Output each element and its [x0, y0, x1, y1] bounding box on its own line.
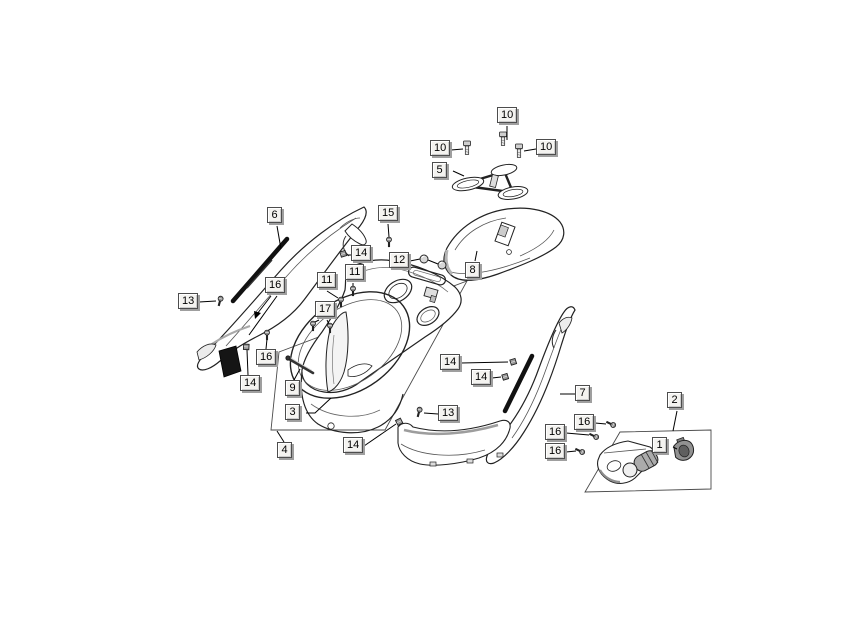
callout-number: 14: [475, 370, 488, 383]
callout-14[interactable]: 14: [351, 245, 372, 261]
bulb-socket: [673, 436, 695, 461]
callout-13[interactable]: 13: [438, 405, 459, 421]
callout-number: 16: [549, 425, 562, 438]
callout-number: 11: [349, 265, 361, 278]
callout-8[interactable]: 8: [465, 262, 480, 278]
callout-3[interactable]: 3: [285, 404, 300, 420]
lower-spoiler: [397, 419, 511, 467]
callout-number: 16: [260, 350, 273, 363]
tail-light-frame-box: [584, 429, 712, 493]
bulb: [622, 449, 659, 478]
callout-number: 13: [442, 406, 455, 419]
callout-number: 6: [271, 208, 278, 221]
callout-14[interactable]: 14: [440, 354, 461, 370]
callout-number: 11: [321, 273, 333, 286]
callout-9[interactable]: 9: [285, 380, 300, 396]
callout-number: 8: [469, 263, 476, 276]
callout-number: 10: [540, 140, 553, 153]
right-side-panel: [485, 306, 576, 465]
callout-14[interactable]: 14: [240, 375, 261, 391]
clip-14: [501, 372, 510, 381]
callout-number: 9: [289, 381, 296, 394]
clip-14: [509, 357, 518, 366]
rod-part-9: [285, 355, 315, 375]
callout-number: 16: [549, 444, 562, 457]
callout-number: 10: [501, 108, 514, 121]
bolt-10: [499, 131, 507, 146]
screw-15: [382, 235, 396, 249]
callout-1[interactable]: 1: [652, 437, 667, 453]
callout-14[interactable]: 14: [343, 437, 364, 453]
callout-number: 4: [281, 443, 288, 456]
callout-number: 7: [579, 386, 586, 399]
screw-13: [213, 294, 227, 307]
callout-11[interactable]: 11: [345, 264, 365, 280]
ball-stud-12: [437, 260, 447, 270]
callout-4[interactable]: 4: [277, 442, 292, 458]
callout-5[interactable]: 5: [432, 162, 447, 178]
screw-13: [412, 405, 426, 418]
tail-light-assembly: [584, 429, 712, 493]
callout-16[interactable]: 16: [256, 349, 277, 365]
callout-16[interactable]: 16: [545, 424, 566, 440]
callout-16[interactable]: 16: [265, 277, 286, 293]
callout-16[interactable]: 16: [545, 443, 566, 459]
callout-number: 16: [578, 415, 591, 428]
bolt-10: [515, 143, 523, 158]
callout-number: 14: [355, 246, 368, 259]
callout-10[interactable]: 10: [536, 139, 557, 155]
callout-number: 14: [444, 355, 457, 368]
callout-14[interactable]: 14: [471, 369, 492, 385]
callout-2[interactable]: 2: [667, 392, 682, 408]
callout-number: 14: [347, 438, 360, 451]
callout-number: 14: [244, 376, 257, 389]
callout-number: 10: [434, 141, 447, 154]
callout-number: 2: [671, 393, 678, 406]
helmet-box-assembly: [270, 259, 468, 434]
callout-number: 1: [656, 438, 663, 451]
callout-number: 15: [382, 206, 395, 219]
screw-16: [588, 430, 601, 443]
callout-10[interactable]: 10: [497, 107, 518, 123]
callout-17[interactable]: 17: [315, 301, 336, 317]
clip-14: [339, 249, 348, 258]
callout-7[interactable]: 7: [575, 385, 590, 401]
callout-number: 13: [182, 294, 195, 307]
callout-12[interactable]: 12: [389, 252, 410, 268]
callout-number: 3: [289, 405, 296, 418]
callout-10[interactable]: 10: [430, 140, 451, 156]
callout-6[interactable]: 6: [267, 207, 282, 223]
callout-number: 12: [393, 253, 406, 266]
callout-number: 5: [436, 163, 443, 176]
screw-16: [574, 445, 587, 458]
screw-16: [605, 418, 618, 431]
callout-number: 16: [269, 278, 282, 291]
rear-cover: [443, 207, 565, 281]
seat-hinge-bracket: [451, 163, 529, 200]
leader-lines: [198, 126, 678, 453]
callout-number: 17: [319, 302, 332, 315]
bolt-10: [463, 140, 471, 155]
callout-11[interactable]: 11: [317, 272, 337, 288]
callout-15[interactable]: 15: [378, 205, 399, 221]
ball-stud-12: [419, 254, 429, 264]
callout-13[interactable]: 13: [178, 293, 199, 309]
callout-16[interactable]: 16: [574, 414, 595, 430]
